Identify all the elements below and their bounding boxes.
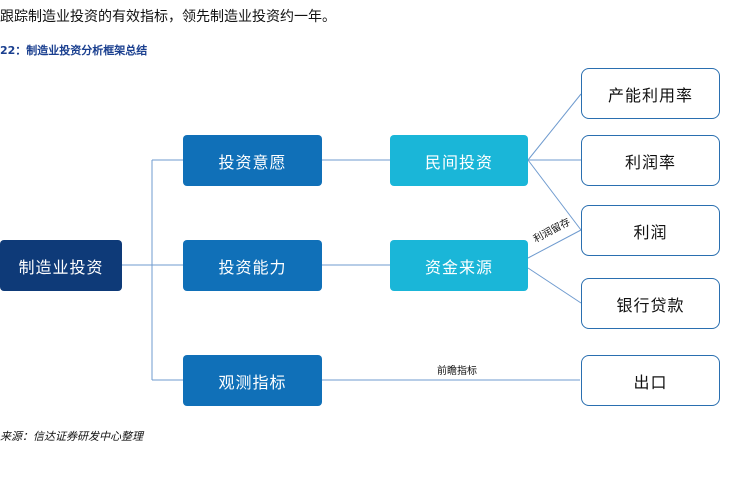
node-manufacturing-investment: 制造业投资 — [0, 240, 122, 291]
edge-label-leading-indicator: 前瞻指标 — [437, 366, 477, 377]
node-bank-loans: 银行贷款 — [581, 278, 720, 329]
node-private-investment: 民间投资 — [390, 135, 528, 186]
node-exports: 出口 — [581, 355, 720, 406]
node-profit: 利润 — [581, 205, 720, 256]
node-investment-willingness: 投资意愿 — [183, 135, 322, 186]
intro-text: 跟踪制造业投资的有效指标，领先制造业投资约一年。 — [0, 9, 336, 25]
figure-title: 22：制造业投资分析框架总结 — [0, 44, 148, 57]
node-investment-capacity: 投资能力 — [183, 240, 322, 291]
node-capacity-utilization: 产能利用率 — [581, 68, 720, 119]
node-profit-rate: 利润率 — [581, 135, 720, 186]
node-funding-source: 资金来源 — [390, 240, 528, 291]
source-note: 来源：信达证券研发中心整理 — [0, 430, 143, 443]
node-observation-indicators: 观测指标 — [183, 355, 322, 406]
